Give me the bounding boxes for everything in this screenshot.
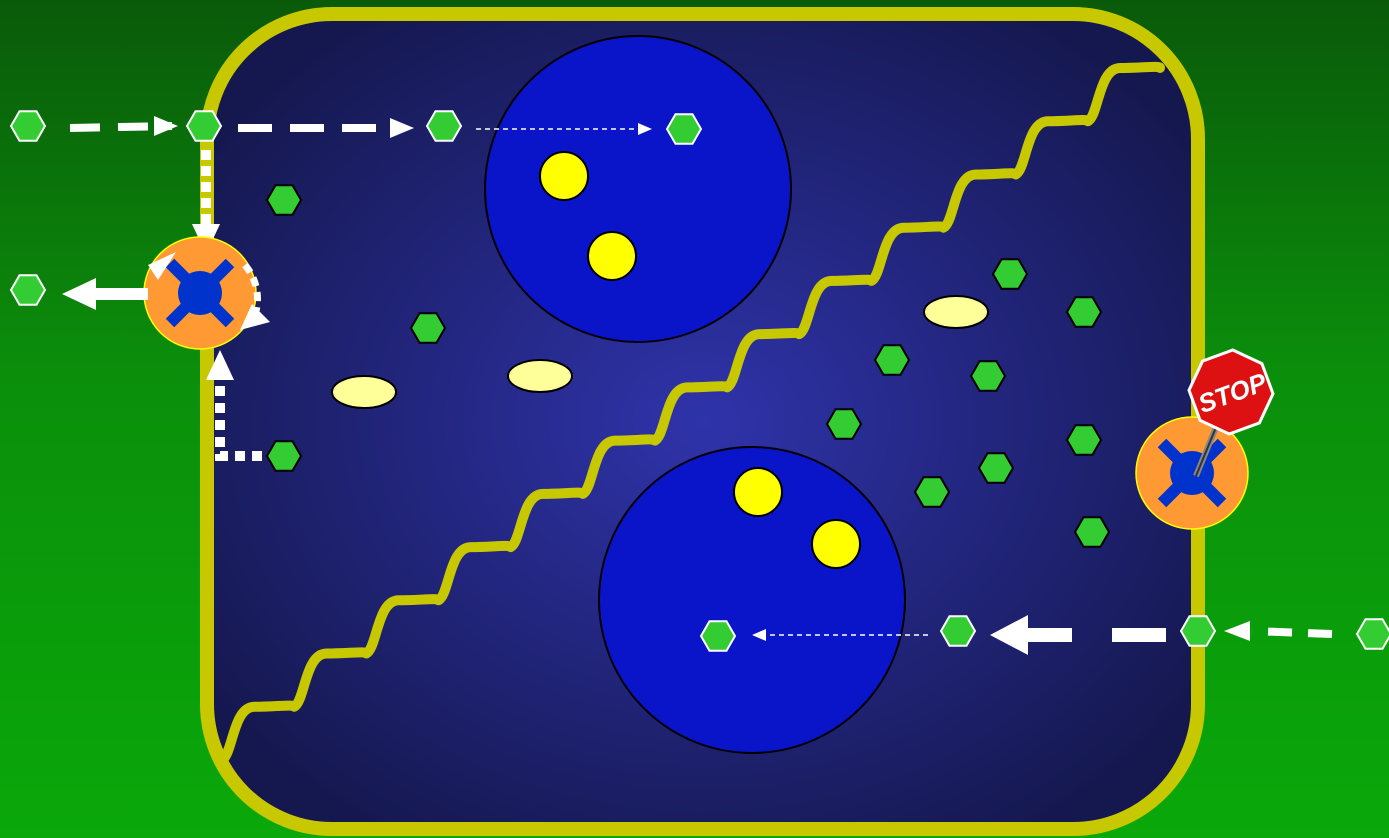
- hexagon-molecule-icon: [939, 615, 977, 647]
- nucleolus: [733, 467, 783, 517]
- arrow-dashed: [69, 122, 173, 132]
- arrow-head: [206, 350, 234, 380]
- molecule-group: [9, 110, 1389, 652]
- nucleus-top: [484, 35, 792, 343]
- transporter-pump-icon: [1135, 416, 1249, 530]
- nucleolus: [811, 519, 861, 569]
- hexagon-molecule-icon: [873, 344, 911, 376]
- hexagon-molecule-icon: [409, 312, 447, 344]
- arrow-dotted: [215, 380, 262, 461]
- hexagon-molecule-icon: [1355, 618, 1389, 650]
- hexagon-molecule-icon: [9, 110, 47, 142]
- hexagon-molecule-icon: [825, 408, 863, 440]
- hexagon-molecule-icon: [185, 110, 223, 142]
- stop-sign-icon: STOP: [1187, 348, 1275, 478]
- arrow-head: [990, 615, 1028, 655]
- arrow-head: [638, 123, 652, 135]
- arrow-head: [752, 629, 766, 641]
- wavy-membrane: [217, 61, 1165, 765]
- arrow-dashed: [1251, 627, 1333, 638]
- hexagon-molecule-icon: [9, 274, 47, 306]
- arrow-head: [62, 278, 96, 310]
- arrow-head: [154, 116, 178, 136]
- hexagon-molecule-icon: [977, 452, 1015, 484]
- hexagon-molecule-icon: [991, 258, 1029, 290]
- hexagon-molecule-icon: [1065, 424, 1103, 456]
- hexagon-molecule-icon: [913, 476, 951, 508]
- hexagon-molecule-icon: [969, 360, 1007, 392]
- arrow-head: [390, 118, 414, 138]
- hexagon-molecule-icon: [265, 440, 303, 472]
- vesicle: [507, 359, 573, 393]
- hexagon-molecule-icon: [1065, 296, 1103, 328]
- hexagon-molecule-icon: [1179, 615, 1217, 647]
- arrow-head: [1224, 621, 1250, 641]
- hexagon-molecule-icon: [1073, 516, 1111, 548]
- hexagon-molecule-icon: [665, 113, 703, 145]
- nucleolus: [587, 231, 637, 281]
- transporter-pump-icon: [143, 236, 270, 350]
- hexagon-molecule-icon: [699, 620, 737, 652]
- vesicle: [923, 295, 989, 329]
- vesicle: [331, 375, 397, 409]
- hexagon-molecule-icon: [265, 184, 303, 216]
- nucleolus: [539, 151, 589, 201]
- hexagon-molecule-icon: [425, 110, 463, 142]
